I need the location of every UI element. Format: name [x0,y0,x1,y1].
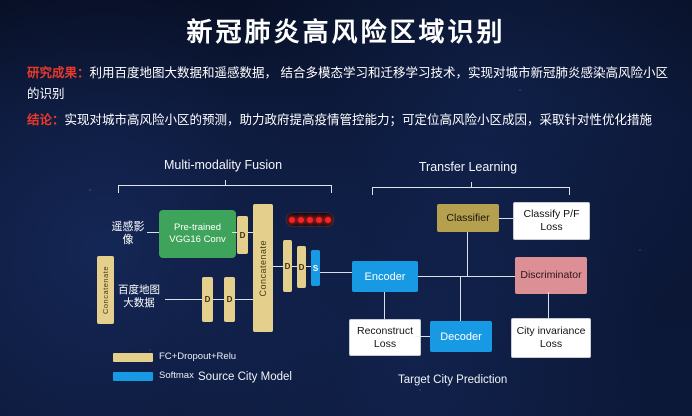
node-decoder: Decoder [430,321,492,352]
fc-bar-letter: D [298,262,305,272]
node-concatenate-main: Concatenate [253,204,273,332]
concatenate-main-label: Concatenate [258,239,268,297]
node-vgg16: Pre-trained VGG16 Conv [159,210,236,258]
summary-block: 研究成果：利用百度地图大数据和遥感数据， 结合多模态学习和迁移学习技术，实现对城… [27,63,669,136]
legend-swatch-softmax [113,372,153,381]
node-classifier: Classifier [437,204,499,232]
connector-line [499,218,513,220]
research-result-line: 研究成果：利用百度地图大数据和遥感数据， 结合多模态学习和迁移学习技术，实现对城… [27,63,669,105]
fc-dropout-bar: D [297,246,306,288]
input-label-remote-sensing: 遥感影像 [111,221,145,246]
red-dot [316,216,322,223]
connector-line [548,292,550,318]
red-dot [289,216,295,223]
connector-line [292,266,297,268]
connector-line [418,276,515,278]
connector-line [213,299,224,301]
softmax-bar: S [311,250,320,286]
connector-line [415,336,430,338]
fc-dropout-bar: D [283,240,292,292]
research-result-label: 研究成果： [27,66,90,80]
red-indicator-dots [286,212,334,227]
node-classify-loss: Classify P/F Loss [513,202,590,240]
connector-line [165,299,202,301]
fc-dropout-bar: D [237,216,248,254]
node-encoder: Encoder [352,261,418,292]
red-dot [298,216,304,223]
connector-line [467,232,469,276]
fc-bar-letter: D [204,295,211,304]
legend-swatch-fc [113,353,153,362]
legend-label-softmax: Softmax [159,370,194,381]
fc-dropout-bar: D [202,277,213,322]
connector-line [235,299,253,301]
group-label-fusion: Multi-modality Fusion [163,158,283,172]
caption-target-city: Target City Prediction [398,374,508,386]
red-dot [325,216,331,223]
fusion-brace [118,180,332,193]
input-label-baidu-map: 百度地图大数据 [118,284,160,309]
red-dot [307,216,313,223]
caption-source-city: Source City Model [198,371,292,383]
connector-line [384,292,386,319]
legend-label-fc: FC+Dropout+Relu [159,351,237,362]
page-title: 新冠肺炎高风险区域识别 [186,17,506,47]
fc-bar-letter: D [239,230,246,240]
fc-bar-letter: D [226,295,233,304]
connector-line [306,266,311,268]
conclusion-text: 实现对城市高风险小区的预测，助力政府提高疫情管控能力；可定位高风险小区成因，采取… [64,113,653,127]
fc-dropout-bar: D [224,277,235,322]
fc-bar-letter: D [284,261,291,271]
connector-line [460,276,462,321]
connector-line [232,232,237,234]
research-result-text: 利用百度地图大数据和遥感数据， 结合多模态学习和迁移学习技术，实现对城市新冠肺炎… [27,66,668,101]
connector-line [320,272,352,274]
softmax-bar-letter: S [312,263,319,273]
node-discriminator: Discriminator [515,257,587,294]
transfer-brace [372,182,570,195]
node-reconstruct-loss: Reconstruct Loss [349,319,421,356]
node-concatenate-left: Concatenate [97,256,114,324]
concatenate-left-label: Concatenate [101,265,110,315]
group-label-transfer: Transfer Learning [418,160,518,174]
node-invariance-loss: City invariance Loss [511,318,591,358]
conclusion-line: 结论：实现对城市高风险小区的预测，助力政府提高疫情管控能力；可定位高风险小区成因… [27,110,669,131]
conclusion-label: 结论： [27,113,65,127]
connector-line [147,232,159,234]
connector-line [273,266,283,268]
connector-line [248,232,253,234]
